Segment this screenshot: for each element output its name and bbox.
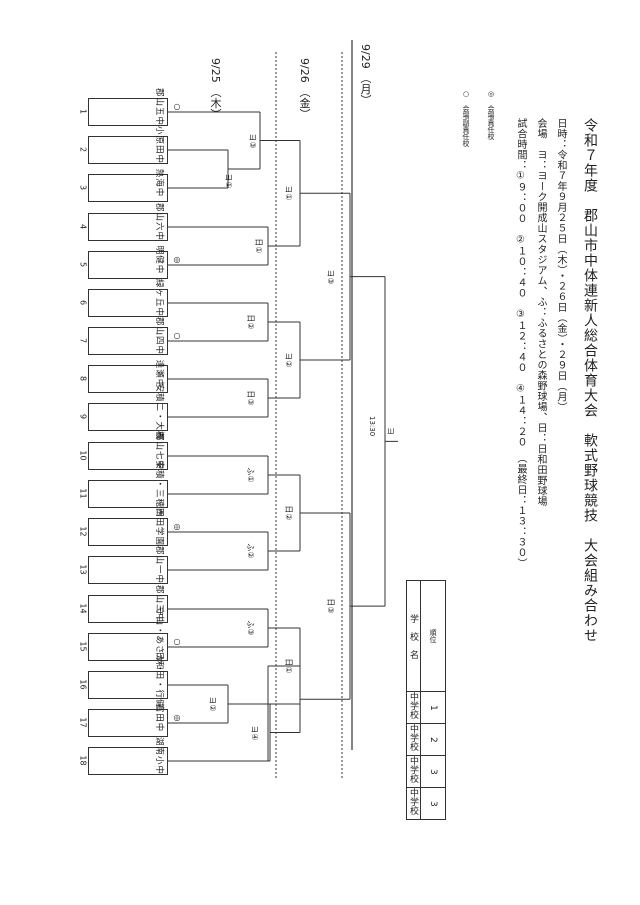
team-box <box>88 174 168 202</box>
team-box <box>88 136 168 164</box>
venue-line: 会場 ヨ：ヨーク開成山スタジアム、ふ：ふるさとの森野球場、日：日和田野球場 <box>535 118 546 507</box>
team-box <box>88 98 168 126</box>
team-box <box>88 633 168 661</box>
game-label: 日② <box>246 314 255 330</box>
game-label: ヨ① <box>284 185 293 201</box>
legend-host-school: ◎ 会場責任校 <box>487 90 495 140</box>
game-label: ヨ① <box>224 173 233 189</box>
team-number: 6 <box>78 299 88 306</box>
game-label: ヨ <box>386 427 395 436</box>
date-line: 日時：令和７年９月２５日（木）・２６日（金）・２９日（月） <box>555 118 566 413</box>
legend-sub-host-school: ○ 会場副責任校 <box>462 90 470 147</box>
team-box <box>88 595 168 623</box>
team-number: 12 <box>78 526 88 537</box>
team-number: 8 <box>78 375 88 382</box>
ranking-school-cell: 中学校 <box>406 723 421 756</box>
game-label: ヨ③ <box>326 269 335 285</box>
game-label: ふ③ <box>246 620 255 636</box>
team-name: 湖南小中 <box>154 736 164 775</box>
final-start-time: 13:30 <box>368 416 376 437</box>
team-number: 7 <box>78 337 88 344</box>
team-number: 13 <box>78 564 88 575</box>
team-box <box>88 556 168 584</box>
team-number: 5 <box>78 261 88 268</box>
sub-host-school-mark: ○ <box>173 637 181 646</box>
date-header-day1: 9/25 （木） <box>209 58 222 120</box>
team-number: 18 <box>78 755 88 766</box>
team-box <box>88 747 168 775</box>
team-number: 9 <box>78 413 88 420</box>
date-header-day3: 9/29 （月） <box>359 44 372 106</box>
team-number: 3 <box>78 184 88 191</box>
ranking-school-cell: 中学校 <box>406 755 421 788</box>
team-number: 16 <box>78 679 88 690</box>
ranking-header-rank: 順位 <box>420 580 446 692</box>
host-school-mark: ◎ <box>173 255 181 264</box>
team-number: 11 <box>78 488 88 499</box>
game-label: ヨ④ <box>250 724 259 741</box>
team-box <box>88 442 168 470</box>
game-label: 日① <box>284 658 293 674</box>
team-box <box>88 213 168 241</box>
sub-host-school-mark: ○ <box>173 102 181 111</box>
game-label: ヨ② <box>208 696 217 712</box>
team-box <box>88 365 168 393</box>
game-label: ふ② <box>246 543 255 559</box>
date-header-day2: 9/26 （金） <box>298 58 311 120</box>
team-box <box>88 709 168 737</box>
time-line: 試合時間：①９：００ ②１０：４０ ③１２：４０ ④１４：２０ （最終日：１３：… <box>515 118 526 569</box>
game-label: 日③ <box>246 390 255 406</box>
host-school-mark: ◎ <box>173 522 181 531</box>
team-number: 17 <box>78 717 88 728</box>
game-label: 日① <box>254 238 263 254</box>
document-title: 令和７年度 郡山市中体連新人総合体育大会 軟式野球競技 大会組み合わせ <box>582 118 598 643</box>
game-label: ヨ② <box>284 352 293 368</box>
team-box <box>88 671 168 699</box>
ranking-rank-cell: 3 <box>420 755 446 788</box>
team-number: 10 <box>78 450 88 461</box>
team-number: 15 <box>78 641 88 652</box>
team-box <box>88 403 168 431</box>
ranking-school-cell: 中学校 <box>406 787 421 820</box>
game-label: ヨ③ <box>248 132 257 149</box>
team-box <box>88 518 168 546</box>
team-number: 4 <box>78 223 88 230</box>
sub-host-school-mark: ○ <box>173 331 181 340</box>
ranking-rank-cell: 1 <box>420 691 446 724</box>
game-label: ふ① <box>246 467 255 483</box>
ranking-school-cell: 中学校 <box>406 691 421 724</box>
team-box <box>88 327 168 355</box>
team-box <box>88 289 168 317</box>
game-label: 日③ <box>326 598 335 614</box>
game-label: 日② <box>284 505 293 521</box>
host-school-mark: ◎ <box>173 713 181 722</box>
ranking-rank-cell: 3 <box>420 787 446 820</box>
ranking-rank-cell: 2 <box>420 723 446 756</box>
ranking-header-school: 学 校 名 <box>406 580 421 692</box>
team-number: 1 <box>78 108 88 115</box>
team-number: 2 <box>78 146 88 153</box>
team-number: 14 <box>78 603 88 614</box>
team-box <box>88 480 168 508</box>
team-box <box>88 251 168 279</box>
